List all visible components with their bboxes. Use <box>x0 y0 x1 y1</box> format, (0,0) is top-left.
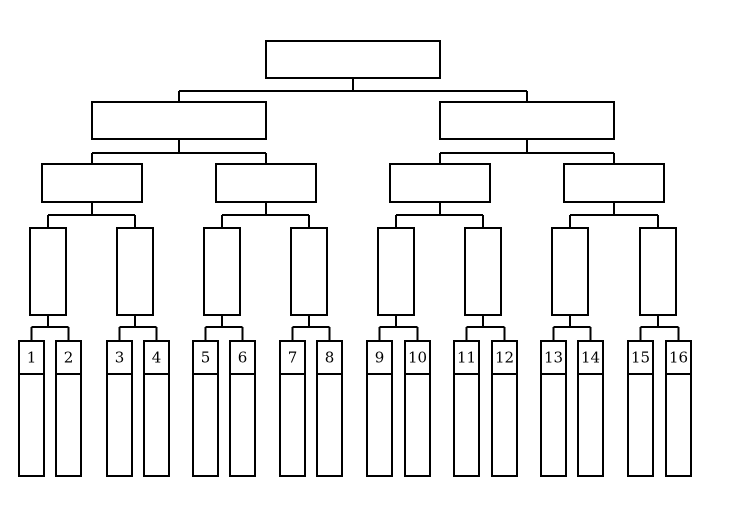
entrant-box <box>229 340 256 477</box>
semifinal-box-3 <box>389 163 491 203</box>
entrant-box <box>192 340 219 477</box>
entrant-box <box>366 340 393 477</box>
semifinal-box-4 <box>563 163 665 203</box>
final-box-2 <box>439 101 615 140</box>
entrant-slot-10: 10 <box>404 340 431 477</box>
quarterfinal-box-4 <box>290 227 328 316</box>
entrant-slot-3: 3 <box>106 340 133 477</box>
quarterfinal-box-7 <box>551 227 589 316</box>
entrant-box <box>143 340 170 477</box>
seed-number: 11 <box>457 349 476 367</box>
entrant-box <box>627 340 654 477</box>
entrant-slot-2: 2 <box>55 340 82 477</box>
entrant-slot-11: 11 <box>453 340 480 477</box>
entrant-slot-5: 5 <box>192 340 219 477</box>
seed-number: 1 <box>27 349 37 367</box>
quarterfinal-box-2 <box>116 227 154 316</box>
entrant-box <box>665 340 692 477</box>
semifinal-box-2 <box>215 163 317 203</box>
seed-number: 8 <box>325 349 335 367</box>
entrant-box <box>540 340 567 477</box>
entrant-slot-16: 16 <box>665 340 692 477</box>
entrant-box <box>577 340 604 477</box>
entrant-slot-4: 4 <box>143 340 170 477</box>
entrant-slot-12: 12 <box>491 340 518 477</box>
seed-number: 3 <box>115 349 125 367</box>
entrant-box <box>453 340 480 477</box>
entrant-slot-13: 13 <box>540 340 567 477</box>
entrant-box <box>316 340 343 477</box>
entrant-box <box>404 340 431 477</box>
entrant-slot-15: 15 <box>627 340 654 477</box>
quarterfinal-box-5 <box>377 227 415 316</box>
entrant-slot-9: 9 <box>366 340 393 477</box>
quarterfinal-box-6 <box>464 227 502 316</box>
seed-number: 2 <box>64 349 74 367</box>
seed-number: 15 <box>631 349 650 367</box>
entrant-slot-1: 1 <box>18 340 45 477</box>
quarterfinal-box-8 <box>639 227 677 316</box>
seed-number: 10 <box>408 349 427 367</box>
quarterfinal-box-3 <box>203 227 241 316</box>
quarterfinal-box-1 <box>29 227 67 316</box>
seed-number: 16 <box>669 349 688 367</box>
entrant-box <box>18 340 45 477</box>
seed-number: 9 <box>375 349 385 367</box>
seed-number: 5 <box>201 349 211 367</box>
entrant-box <box>491 340 518 477</box>
entrant-slot-7: 7 <box>279 340 306 477</box>
entrant-slot-6: 6 <box>229 340 256 477</box>
entrant-slot-14: 14 <box>577 340 604 477</box>
seed-number: 6 <box>238 349 248 367</box>
entrant-box <box>106 340 133 477</box>
entrant-box <box>279 340 306 477</box>
entrant-slot-8: 8 <box>316 340 343 477</box>
seed-number: 7 <box>288 349 298 367</box>
bracket-connector-lines <box>30 78 680 341</box>
seed-number: 12 <box>495 349 514 367</box>
semifinal-box-1 <box>41 163 143 203</box>
final-box-1 <box>91 101 267 140</box>
seed-number: 4 <box>152 349 162 367</box>
entrant-box <box>55 340 82 477</box>
champion-box <box>265 40 441 79</box>
seed-number: 14 <box>581 349 600 367</box>
seed-number: 13 <box>544 349 563 367</box>
